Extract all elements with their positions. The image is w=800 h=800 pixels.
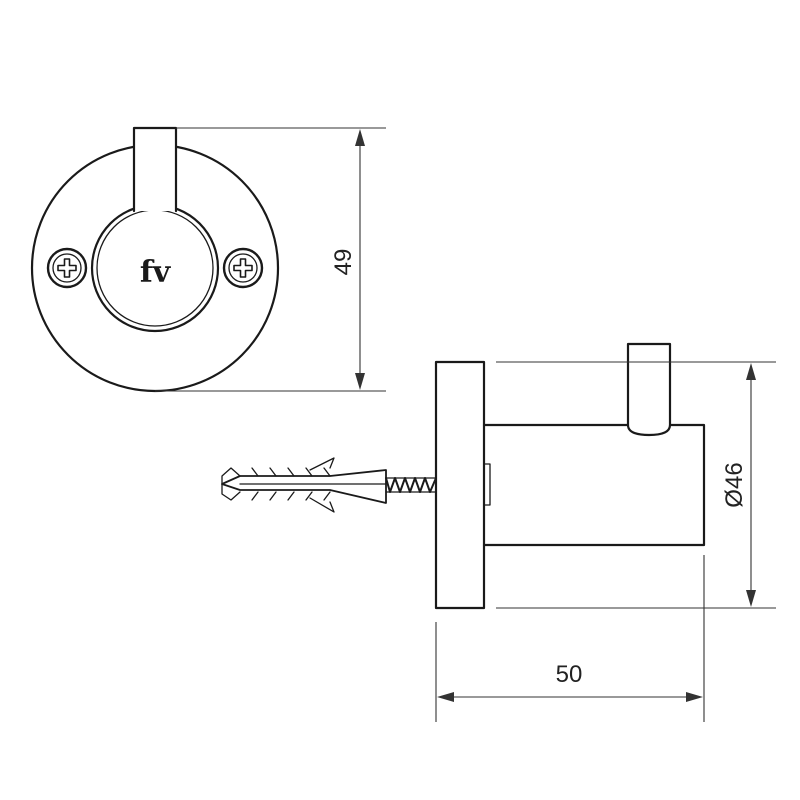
- wall-plate: [434, 360, 486, 610]
- hook-post: [626, 342, 672, 437]
- fv-logo: fv: [140, 255, 172, 290]
- side-view: [221, 342, 706, 610]
- height-dimension-label: 49: [330, 249, 357, 276]
- hook-body: [482, 423, 706, 547]
- screw-right-icon: [222, 247, 264, 289]
- diameter-dimension: Ø46: [496, 361, 776, 609]
- depth-dimension: 50: [435, 555, 705, 722]
- depth-dimension-label: 50: [556, 661, 583, 688]
- height-dimension: 49: [155, 127, 386, 392]
- screw-left-icon: [46, 247, 88, 289]
- diameter-dimension-label: Ø46: [721, 462, 748, 507]
- mounting-boss: [483, 463, 491, 506]
- hook-arm-front: [132, 126, 178, 213]
- wall-anchor: [221, 457, 437, 513]
- front-view: fv: [30, 126, 280, 393]
